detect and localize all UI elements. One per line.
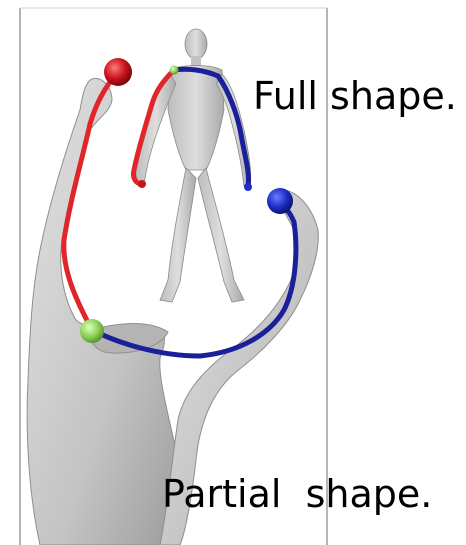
green-junction-marker-full xyxy=(170,66,179,75)
green-junction-marker-partial xyxy=(80,319,104,343)
red-endpoint-marker xyxy=(104,58,132,86)
full-left-hand-marker xyxy=(138,180,146,188)
full-right-hand-marker xyxy=(244,183,252,191)
full-shape-label: Full shape. xyxy=(253,77,457,115)
blue-endpoint-marker xyxy=(267,188,293,214)
partial-shape-label: Partial shape. xyxy=(162,475,432,513)
